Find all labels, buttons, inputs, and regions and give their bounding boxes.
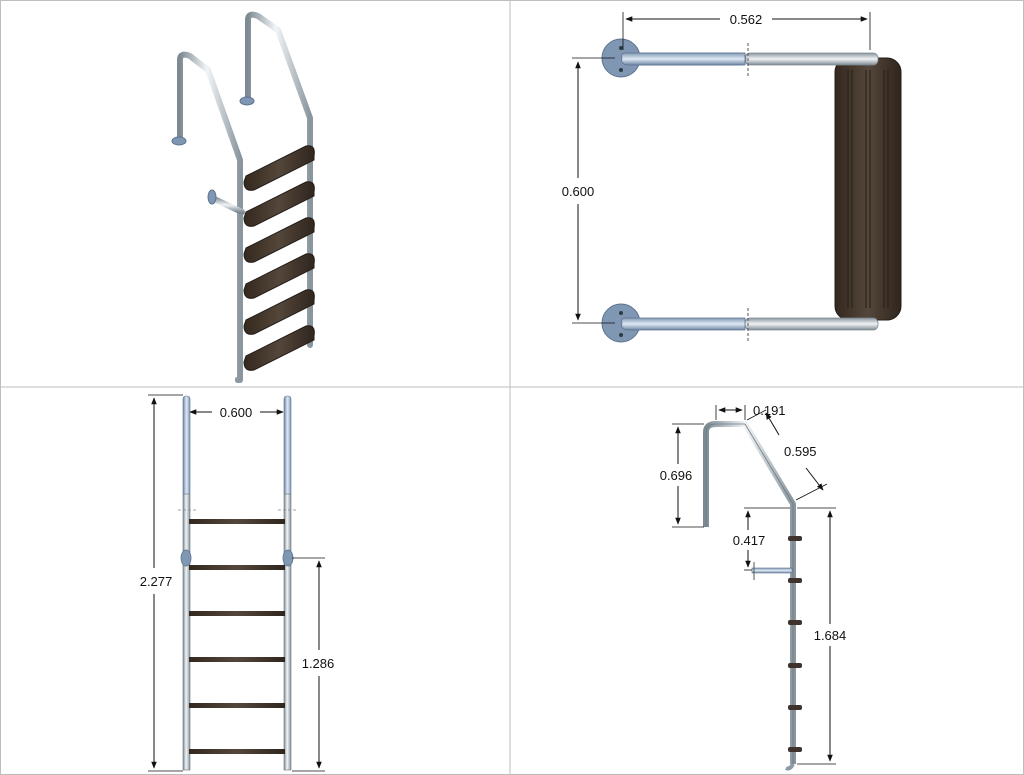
tread-top	[834, 57, 902, 321]
dim-label-0-696: 0.696	[660, 468, 693, 483]
isometric-view	[171, 11, 315, 384]
anchor-flange-front	[239, 96, 255, 106]
handrail-back	[177, 51, 243, 383]
anchor-flange-back	[171, 136, 187, 146]
front-flange-left	[180, 549, 192, 567]
dimension-side-handle: 0.696	[660, 423, 704, 528]
dimension-front-height: 2.277	[140, 394, 183, 772]
dim-label-0-600-front: 0.600	[220, 405, 253, 420]
dim-label-2-277: 2.277	[140, 574, 173, 589]
side-handrail	[703, 421, 796, 764]
dim-label-1-286: 1.286	[302, 656, 335, 671]
dim-label-0-595: 0.595	[784, 444, 817, 459]
wall-bracket	[209, 195, 245, 215]
dimension-front-lower: 1.286	[292, 557, 335, 772]
tread	[243, 145, 315, 191]
tread	[243, 325, 315, 371]
treads	[243, 145, 315, 371]
tread	[243, 181, 315, 227]
dimension-side-slope: 0.595	[746, 409, 828, 501]
handrail-front	[245, 11, 313, 348]
dimension-top-width: 0.562	[622, 10, 871, 50]
front-treads	[189, 519, 285, 754]
dim-label-0-417: 0.417	[733, 533, 766, 548]
tread	[243, 289, 315, 335]
side-view: 0.191 0.595 0.696 0.417	[660, 403, 847, 771]
wall-bracket-flange	[207, 189, 217, 205]
top-view: 0.562 0.600	[562, 10, 902, 343]
dimension-side-top: 0.191	[715, 403, 786, 420]
dimension-side-bracket: 0.417	[733, 507, 790, 571]
rail-upper-grey	[744, 52, 879, 66]
front-view: 0.600 2.277 1.286	[140, 394, 335, 772]
front-flange-right	[282, 549, 294, 567]
dimension-top-spacing: 0.600	[562, 57, 615, 324]
dim-label-0-191: 0.191	[753, 403, 786, 418]
dim-label-0-600-top: 0.600	[562, 184, 595, 199]
side-treads	[788, 536, 802, 752]
rail-lower-grey	[744, 317, 879, 331]
front-rail-right-lower	[283, 493, 292, 771]
tread	[243, 217, 315, 263]
dimension-front-spacing: 0.600	[189, 405, 284, 420]
dim-label-0-562: 0.562	[730, 12, 763, 27]
front-rail-left-lower	[182, 493, 191, 771]
side-bracket	[751, 567, 793, 574]
front-rail-right-upper	[283, 395, 292, 497]
tread	[243, 253, 315, 299]
bottom-hook	[234, 376, 242, 384]
front-rail-left-upper	[182, 395, 191, 497]
dimension-side-ladder: 1.684	[797, 507, 847, 765]
dim-label-1-684: 1.684	[814, 628, 847, 643]
